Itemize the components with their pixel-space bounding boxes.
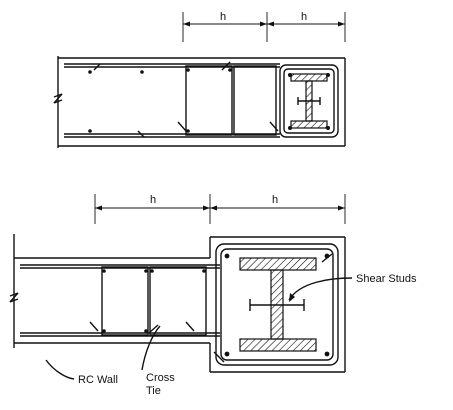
bottom-dimension-line: h h (94, 194, 346, 224)
bottom-boundary-element (213, 243, 339, 366)
bottom-concrete-outline (9, 234, 346, 373)
bottom-detail: h h (9, 194, 417, 397)
bottom-hoops (89, 266, 207, 336)
leaders (45, 277, 353, 380)
top-dim-label-1: h (220, 11, 226, 23)
rc-wall-label: RC Wall (78, 374, 118, 386)
top-longitudinal-reinforcement (64, 63, 280, 138)
cross-tie-label-line1: Cross (146, 372, 175, 384)
bottom-steel-section (239, 257, 317, 352)
top-hoops (93, 61, 279, 138)
top-steel-section (290, 73, 328, 129)
top-bar-dots (88, 68, 232, 133)
top-detail: h h (53, 11, 346, 148)
bottom-dim-label-1: h (150, 194, 156, 206)
top-dim-label-2: h (301, 11, 307, 23)
top-dimension-line: h h (182, 11, 346, 42)
bottom-dim-label-2: h (272, 194, 278, 206)
top-concrete-outline (53, 56, 346, 148)
cross-tie-label-line2: Tie (146, 385, 161, 397)
top-boundary-element (279, 64, 339, 138)
shear-studs-label: Shear Studs (356, 273, 417, 285)
bottom-bar-dots (102, 269, 206, 333)
bottom-longitudinal-reinforcement (20, 264, 220, 337)
